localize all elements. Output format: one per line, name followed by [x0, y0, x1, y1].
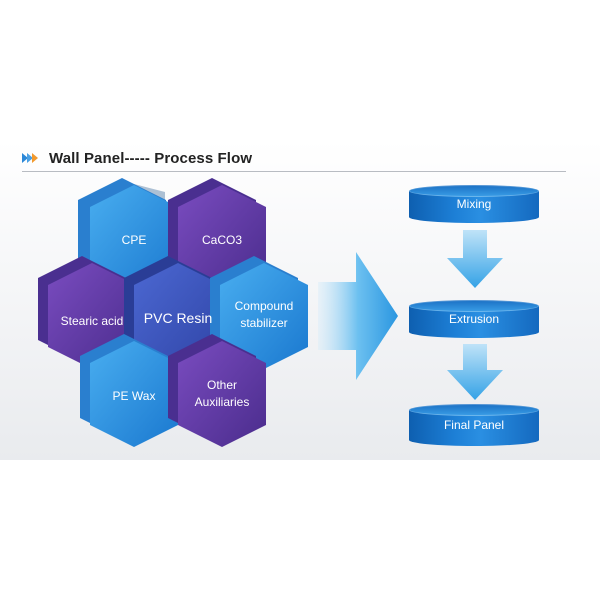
step-label: Extrusion: [448, 312, 500, 326]
chevrons-icon: [22, 153, 38, 163]
step-label: Final Panel: [443, 418, 505, 432]
hex-compound-stabilizer: [210, 256, 308, 369]
step-label: Mixing: [456, 197, 492, 211]
down-arrow-icon: [447, 230, 503, 288]
step-final-panel: Final Panel: [409, 404, 539, 446]
hex-pe-wax: [80, 334, 178, 447]
title-row: Wall Panel----- Process Flow: [22, 147, 252, 169]
page-title: Wall Panel----- Process Flow: [49, 149, 253, 167]
step-extrusion: Extrusion: [409, 300, 539, 338]
step-mixing: Mixing: [409, 185, 539, 223]
hex-caco3: [168, 178, 266, 291]
down-arrow-icon: [447, 344, 503, 400]
hex-other-auxiliaries: [168, 334, 266, 447]
title-divider: [22, 171, 566, 172]
